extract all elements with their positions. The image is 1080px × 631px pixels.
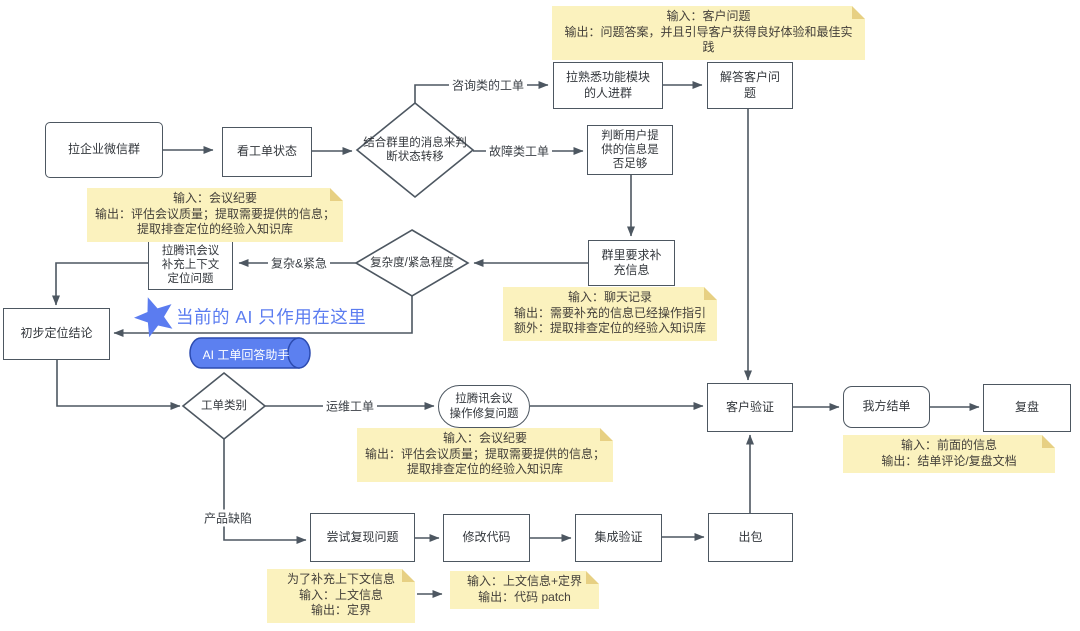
edge-preliminary-to-category (56, 360, 181, 410)
node-answer-customer: 解答客户问 题 (707, 62, 793, 109)
note-context-supplement: 为了补充上下文信息 输入：上文信息 输出：定界 (267, 569, 415, 623)
node-try-reproduce: 尝试复现问题 (310, 513, 415, 562)
ai-scope-star-icon (134, 297, 173, 338)
node-ticket-category-label: 工单类别 (201, 399, 247, 412)
node-meeting-fix: 拉腾讯会议 操作修复问题 (438, 385, 530, 428)
node-judge-info-enough: 判断用户提 供的信息是 否足够 (587, 125, 673, 175)
edge-label-consult: 咨询类的工单 (448, 76, 528, 94)
node-meeting-locate: 拉腾讯会议 补充上下文 定位问题 (148, 240, 233, 290)
edge-complexity-to-preliminary (113, 296, 413, 337)
ai-scope-annotation: 当前的 AI 只作用在这里 (176, 307, 367, 327)
node-request-more-info: 群里要求补 充信息 (588, 240, 675, 286)
node-retrospective: 复盘 (983, 384, 1071, 432)
node-complexity-urgency-shape (354, 229, 470, 297)
node-preliminary-conclusion: 初步定位结论 (3, 308, 110, 360)
note-meeting-minutes-left: 输入：会议纪要 输出：评估会议质量；提取需要提供的信息； 提取排查定位的经验入知… (87, 188, 343, 242)
edge-meetinglocate-to-preliminary (52, 262, 148, 306)
ai-assistant-label: AI 工单回答助手 (202, 348, 290, 362)
node-modify-code: 修改代码 (443, 514, 530, 562)
note-chat-log: 输入：聊天记录 输出：需要补充的信息已经操作指引 额外：提取排查定位的经验入知识… (503, 287, 717, 341)
note-meeting-minutes-mid: 输入：会议纪要 输出：评估会议质量；提取需要提供的信息； 提取排查定位的经验入知… (357, 428, 613, 482)
note-code-patch: 输入：上文信息+定界 输出：代码 patch (450, 571, 599, 610)
node-release-package: 出包 (708, 513, 793, 562)
edge-label-ops-ticket: 运维工单 (322, 397, 378, 415)
node-check-ticket-status: 看工单状态 (222, 127, 312, 177)
edge-category-to-reproduce (223, 439, 307, 544)
node-we-close: 我方结单 (843, 386, 930, 428)
node-integration-verify: 集成验证 (575, 514, 662, 562)
node-judge-status-transfer-label: 结合群里的消息来判 断状态转移 (363, 136, 467, 163)
node-customer-verify: 客户验证 (707, 383, 793, 432)
note-closing-review: 输入：前面的信息 输出：结单评论/复盘文档 (843, 435, 1055, 474)
note-customer-question: 输入：客户问题 输出：问题答案，并且引导客户获得良好体验和最佳实践 (552, 5, 865, 60)
node-complexity-urgency-label: 复杂度/紧急程度 (370, 256, 454, 269)
edge-label-fault: 故障类工单 (485, 142, 553, 160)
edge-label-product-defect: 产品缺陷 (200, 509, 256, 527)
edge-label-complex-urgent: 复杂&紧急 (267, 254, 331, 272)
node-ticket-category-shape (181, 371, 267, 441)
ai-assistant-cylinder (189, 337, 311, 369)
node-pull-wechat-group: 拉企业微信群 (45, 122, 163, 178)
node-judge-status-transfer-shape (355, 101, 475, 199)
node-pull-experts: 拉熟悉功能模块 的人进群 (553, 62, 663, 109)
